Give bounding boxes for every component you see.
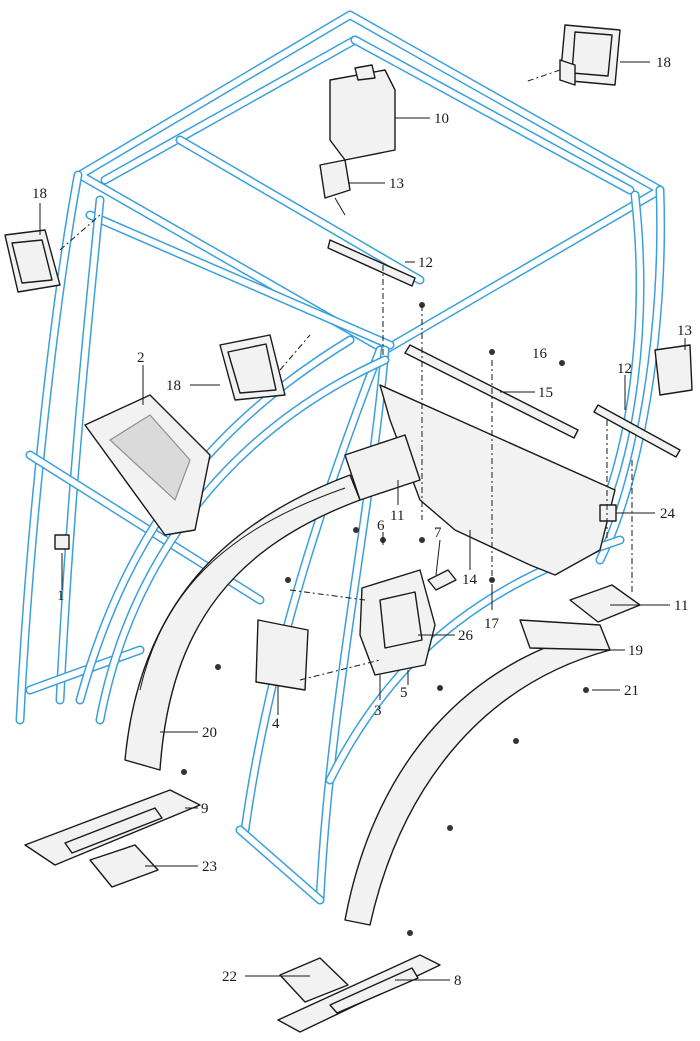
step-left bbox=[24, 789, 201, 866]
callout-11-right: 11 bbox=[674, 598, 688, 614]
callout-7: 7 bbox=[434, 525, 442, 541]
callout-15: 15 bbox=[538, 385, 553, 401]
small-plate-23 bbox=[89, 844, 159, 888]
callout-2: 2 bbox=[137, 350, 145, 366]
small-plate-22 bbox=[279, 957, 349, 1003]
callout-13-right: 13 bbox=[677, 323, 692, 339]
mounting-bracket-right bbox=[593, 404, 681, 458]
callout-24: 24 bbox=[660, 506, 676, 522]
pin bbox=[427, 569, 457, 591]
callout-23: 23 bbox=[202, 859, 217, 875]
callout-18-center: 18 bbox=[166, 378, 181, 394]
callout-20: 20 bbox=[202, 725, 217, 741]
callout-5: 5 bbox=[400, 685, 408, 701]
callout-4: 4 bbox=[272, 716, 280, 732]
mounting-plate-left bbox=[344, 434, 421, 501]
callout-leaders bbox=[39, 61, 686, 981]
mounting-bracket-top bbox=[327, 239, 416, 287]
fender-left bbox=[124, 474, 361, 771]
callout-12-right: 12 bbox=[617, 361, 632, 377]
callout-26: 26 bbox=[458, 628, 474, 644]
callout-8: 8 bbox=[454, 973, 462, 989]
rear-cover bbox=[84, 394, 211, 536]
callout-6: 6 bbox=[377, 518, 385, 534]
side-plate bbox=[255, 619, 309, 691]
callout-19: 19 bbox=[628, 643, 643, 659]
mounting-plate-right bbox=[569, 584, 641, 623]
callout-22: 22 bbox=[222, 969, 237, 985]
washer-pump-right bbox=[654, 344, 693, 396]
callout-9: 9 bbox=[201, 801, 209, 817]
bracket-assembly bbox=[359, 569, 436, 676]
callout-16: 16 bbox=[532, 346, 548, 362]
callout-11-left: 11 bbox=[390, 508, 404, 524]
work-lamp-left bbox=[4, 214, 101, 293]
assembly-lines bbox=[289, 265, 633, 681]
callout-14: 14 bbox=[462, 572, 478, 588]
step-right bbox=[277, 954, 441, 1033]
washer-pump bbox=[319, 159, 351, 216]
rear-panel-and-rail bbox=[379, 344, 616, 576]
callout-17: 17 bbox=[484, 616, 500, 632]
callout-18-left: 18 bbox=[32, 186, 47, 202]
callout-10: 10 bbox=[434, 111, 449, 127]
callout-12-top: 12 bbox=[418, 255, 433, 271]
work-lamp-center bbox=[219, 334, 311, 401]
callout-18-top-right: 18 bbox=[656, 55, 671, 71]
label-plate bbox=[599, 504, 617, 522]
callout-21: 21 bbox=[624, 683, 639, 699]
callout-13-top: 13 bbox=[389, 176, 404, 192]
callout-numbers: 18 10 13 12 2 18 16 15 13 12 11 6 7 14 2… bbox=[57, 55, 692, 989]
callout-3: 3 bbox=[374, 703, 382, 719]
work-lamp-top-right bbox=[524, 24, 621, 86]
small-clip bbox=[54, 534, 70, 550]
callout-1: 1 bbox=[57, 588, 65, 604]
washer-reservoir bbox=[329, 64, 396, 161]
